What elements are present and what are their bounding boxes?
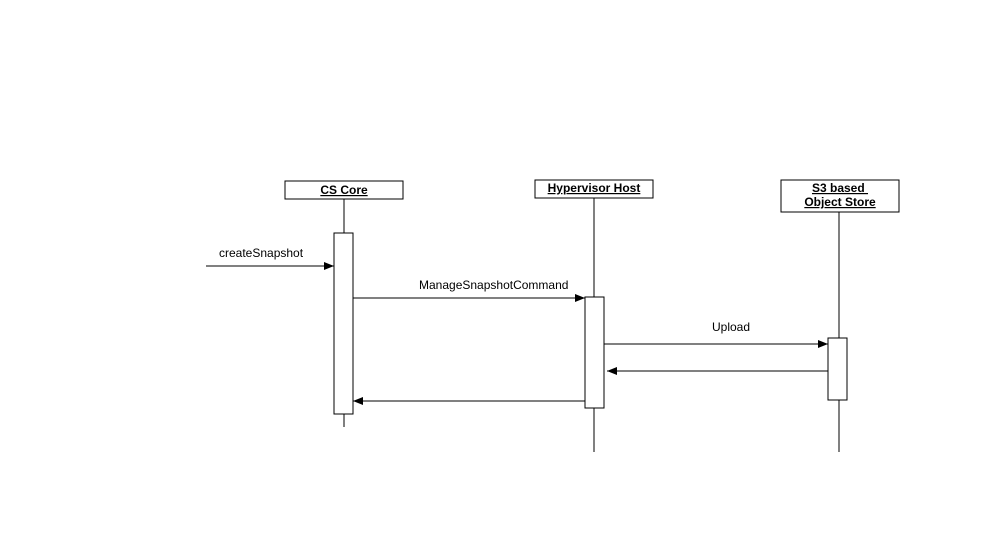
- lifeline-hypervisor-host: Hypervisor Host: [534, 179, 654, 452]
- message-manage-snapshot-command: ManageSnapshotCommand: [353, 278, 585, 302]
- participant-title-line-1: S3 based: [812, 181, 868, 195]
- activation-bar: [584, 296, 605, 409]
- participant-title: CS Core: [320, 183, 368, 197]
- lifeline-s3-object-store: S3 based Object Store: [780, 179, 900, 452]
- message-upload: Upload: [604, 320, 828, 348]
- message-label: createSnapshot: [219, 246, 304, 260]
- participant-box[interactable]: [534, 179, 654, 199]
- participant-box[interactable]: [284, 180, 404, 200]
- message-label: Upload: [712, 320, 750, 334]
- lifeline-cs-core: CS Core: [284, 180, 404, 427]
- activation-bar: [827, 337, 848, 401]
- participant-title-line-2: Object Store: [804, 195, 876, 209]
- participant-box[interactable]: [780, 179, 900, 213]
- participant-title: Hypervisor Host: [548, 181, 641, 195]
- message-label: ManageSnapshotCommand: [419, 278, 568, 292]
- activation-bar: [333, 232, 354, 415]
- message-create-snapshot: createSnapshot: [206, 246, 334, 270]
